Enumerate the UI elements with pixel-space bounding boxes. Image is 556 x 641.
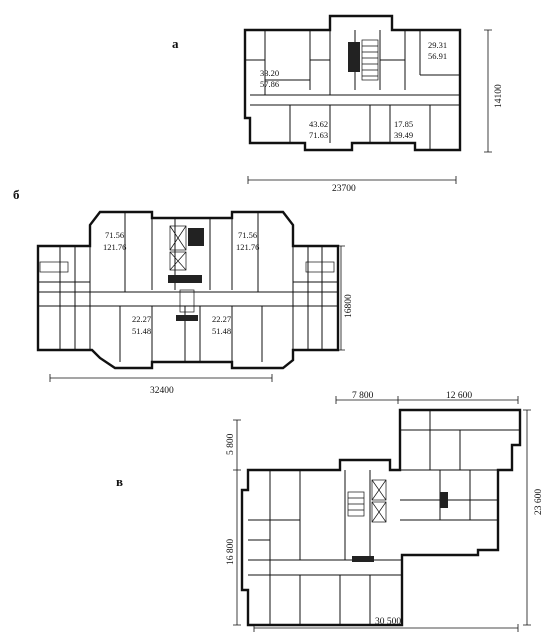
- plan-a-stair-steps: [362, 45, 378, 77]
- plan-b-area-total: 121.76: [236, 242, 259, 252]
- plan-a-area-living: 29.31: [428, 40, 447, 50]
- plan-c-stair: [440, 492, 448, 508]
- plan-a-area-living: 33.20: [260, 68, 279, 78]
- plan-b-width-dimline: [49, 374, 273, 382]
- plan-b: б 71.56 121.76 71.56 121.76 22.27 51.48 …: [13, 187, 354, 396]
- plan-c-width: 30 500: [375, 617, 401, 627]
- plan-b-area-living: 71.56: [238, 230, 257, 240]
- plan-a-area-total: 71.63: [309, 130, 328, 140]
- plan-c-height-right: 23 600: [534, 489, 544, 515]
- plan-a-height-dimline: [484, 29, 492, 153]
- plan-c-label: в: [116, 474, 123, 489]
- plan-c-partitions: [248, 410, 520, 625]
- plan-b-height-dimline: [337, 245, 345, 351]
- plan-b-stair: [176, 315, 198, 321]
- plan-b-area-living: 22.27: [132, 314, 151, 324]
- plan-a-area-total: 39.49: [394, 130, 413, 140]
- plan-a: а 33.20 57.86 29.31 56.91 43.62 71.63 17…: [172, 14, 504, 194]
- plan-b-width: 32400: [150, 386, 174, 396]
- plan-b-area-total: 51.48: [212, 326, 231, 336]
- plan-c-width-dimline: [253, 624, 519, 632]
- plan-a-width: 23700: [332, 184, 356, 194]
- plan-c-dim-left-top: 5 800: [226, 433, 236, 455]
- plan-b-area-living: 22.27: [212, 314, 231, 324]
- plan-b-balcony: [305, 261, 335, 273]
- plan-b-stair: [179, 289, 195, 313]
- plan-b-height: 16800: [344, 294, 354, 318]
- plan-c-dim-top-right: 12 600: [446, 391, 472, 401]
- plan-a-outline: [243, 14, 462, 152]
- plan-b-area-living: 71.56: [105, 230, 124, 240]
- plan-b-elevator-x: [169, 225, 187, 251]
- plan-a-height: 14100: [494, 84, 504, 108]
- plan-b-stair: [188, 228, 204, 246]
- plan-c-top-dimline: [335, 396, 519, 404]
- plan-c-height-left-dimline: [233, 419, 241, 626]
- plan-b-elevator: [169, 225, 187, 251]
- plan-c-elevator: [371, 501, 387, 523]
- plan-c-elevator-x: [371, 479, 387, 501]
- plan-b-stair: [168, 275, 202, 283]
- plan-a-area-total: 57.86: [260, 79, 279, 89]
- plan-a-area-living: 17.85: [394, 119, 413, 129]
- plan-b-area-total: 51.48: [132, 326, 151, 336]
- plan-b-elevator: [169, 251, 187, 271]
- plan-c-stair: [352, 556, 374, 562]
- plan-a-label: а: [172, 36, 179, 51]
- plan-a-area-total: 56.91: [428, 51, 447, 61]
- plan-c-dim-top-left: 7 800: [352, 391, 374, 401]
- plan-b-balcony: [39, 261, 69, 273]
- plan-b-area-total: 121.76: [103, 242, 126, 252]
- plan-a-width-dimline: [247, 176, 457, 184]
- plan-c-stair-steps: [348, 497, 364, 511]
- plan-c-elevator: [371, 479, 387, 501]
- plan-b-elevator-x: [169, 251, 187, 271]
- plan-b-partitions: [38, 212, 338, 362]
- plan-c-elevator-x: [371, 501, 387, 523]
- plan-a-elevator: [348, 42, 360, 72]
- plan-a-area-living: 43.62: [309, 119, 328, 129]
- plan-a-stair: [361, 39, 379, 81]
- plan-c-outline: [240, 408, 522, 627]
- plan-c-height-right-dimline: [523, 409, 531, 626]
- plan-c-height-left: 16 800: [226, 539, 236, 565]
- plan-c: в 7 800 12 600 30 500 23 600 5 800 16 80…: [116, 391, 544, 632]
- plan-b-label: б: [13, 187, 20, 202]
